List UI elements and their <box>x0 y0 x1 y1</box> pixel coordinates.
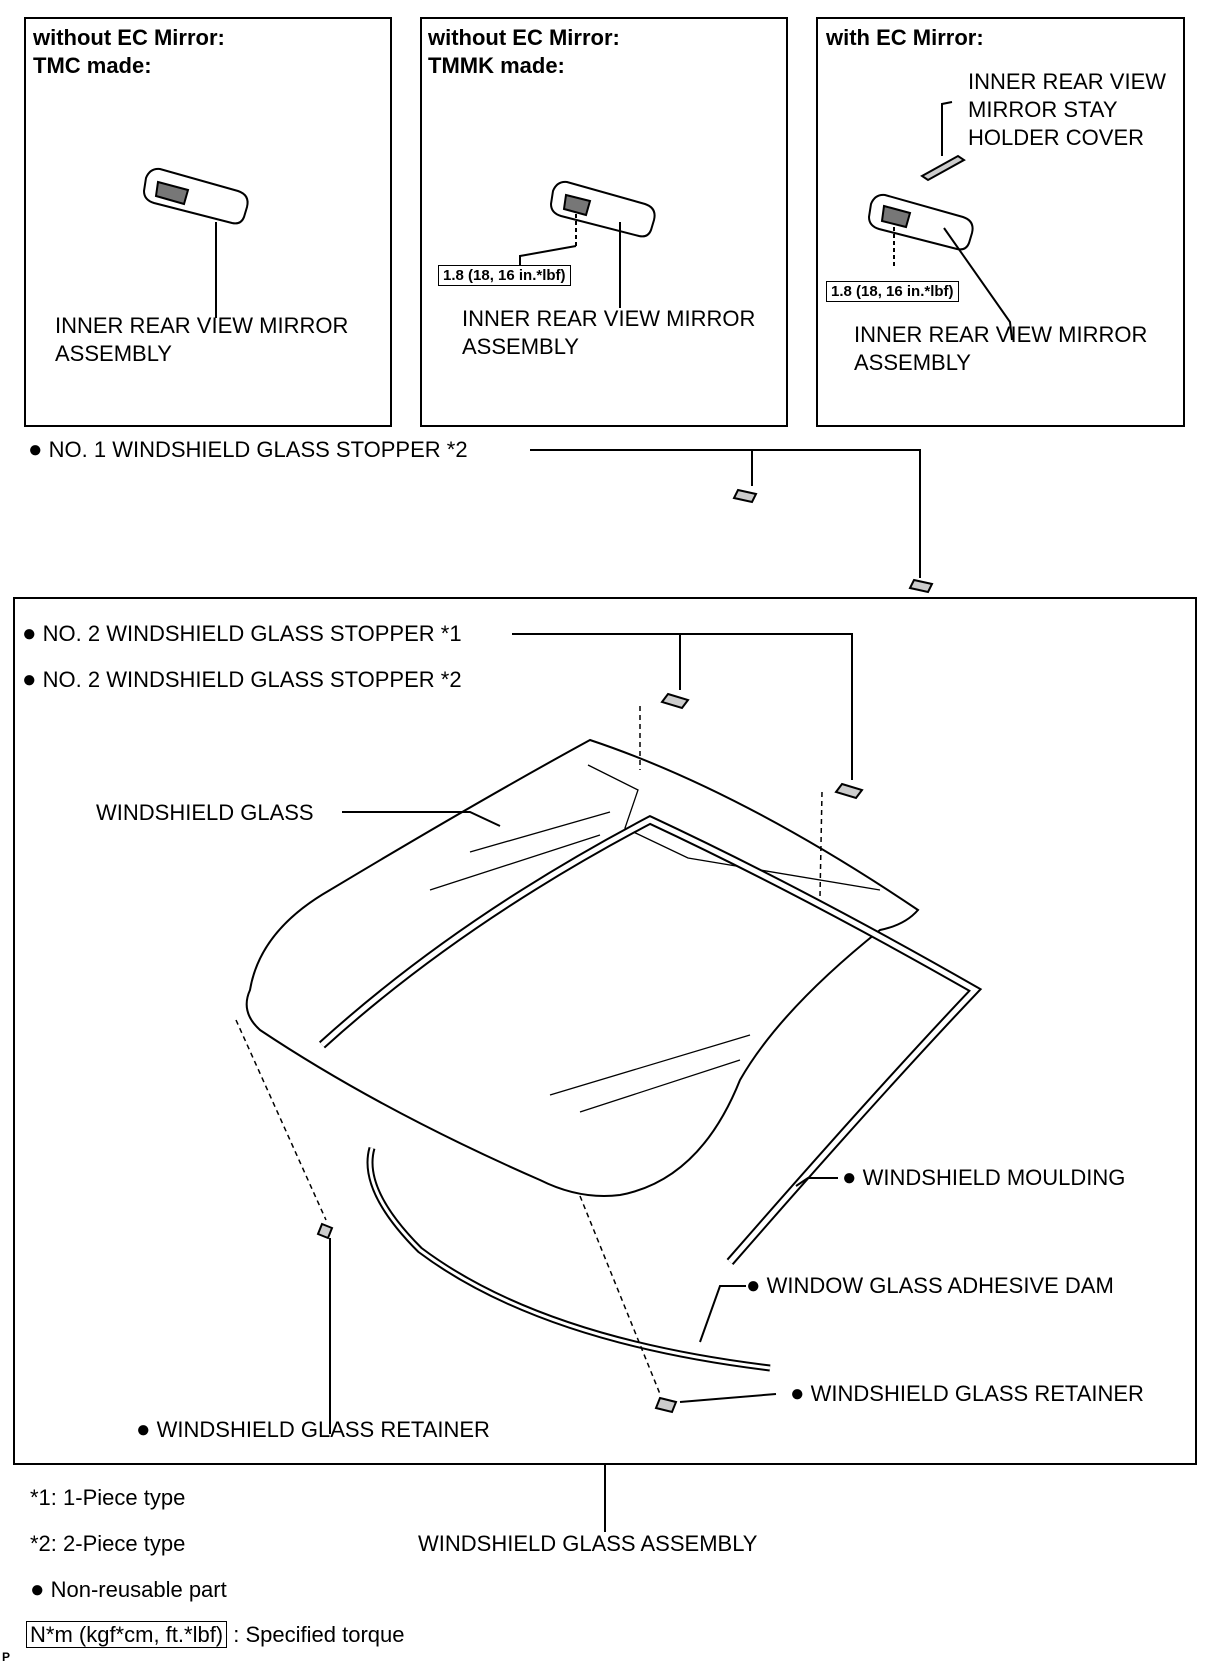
non-reusable-bullet-icon: ● <box>136 1416 151 1443</box>
retainer-locators <box>235 706 823 1395</box>
panel-tmmk-heading-line2: TMMK made: <box>428 53 565 78</box>
stopper-no1-leaders <box>530 449 921 578</box>
panel-ec-mirror-label-line1: INNER REAR VIEW MIRROR <box>854 322 1148 347</box>
retainer-left-text: WINDSHIELD GLASS RETAINER <box>156 1417 490 1442</box>
stopper-no1-parts <box>732 488 934 594</box>
retainer-leaders <box>329 1238 777 1532</box>
windshield-assembly-label: WINDSHIELD GLASS ASSEMBLY <box>418 1531 758 1556</box>
non-reusable-bullet-icon: ● <box>842 1164 857 1191</box>
stopper-no2-parts <box>660 692 864 800</box>
panel-tmc-mirror-label-line1: INNER REAR VIEW MIRROR <box>55 313 349 338</box>
mirror-tmc-icon <box>142 167 249 318</box>
panel-tmmk-frame <box>420 17 788 427</box>
windshield-moulding-part <box>318 814 983 1265</box>
panel-tmmk-heading-line1: without EC Mirror: <box>428 25 620 50</box>
retainer-right-text: WINDSHIELD GLASS RETAINER <box>810 1381 1144 1406</box>
non-reusable-bullet-icon: ● <box>22 666 37 693</box>
panel-ec-heading-line1: with EC Mirror: <box>826 25 984 50</box>
non-reusable-bullet-icon: ● <box>30 1576 45 1603</box>
legend-torque-desc: : Specified torque <box>233 1622 405 1647</box>
legend-note2: *2: 2-Piece type <box>30 1531 186 1556</box>
panel-tmc-heading-line2: TMC made: <box>33 53 152 78</box>
legend-torque-box: N*m (kgf*cm, ft.*lbf) <box>26 1621 228 1648</box>
stay-holder-cover-icon <box>920 101 966 182</box>
windshield-moulding-text: WINDSHIELD MOULDING <box>862 1165 1126 1190</box>
panel-ec-cover-label-line2: MIRROR STAY <box>968 97 1118 122</box>
panel-tmmk-torque-box: 1.8 (18, 16 in.*lbf) <box>438 265 571 286</box>
adhesive-dam-part <box>366 1147 771 1372</box>
windshield-glass-label: WINDSHIELD GLASS <box>96 800 314 825</box>
stopper-no2-1-text: NO. 2 WINDSHIELD GLASS STOPPER *1 <box>42 621 462 646</box>
non-reusable-bullet-icon: ● <box>746 1272 761 1299</box>
panel-ec-mirror-label-line2: ASSEMBLY <box>854 350 971 375</box>
windshield-glass-part <box>245 738 920 1197</box>
panel-tmc-mirror-label-line2: ASSEMBLY <box>55 341 172 366</box>
stopper-no1-label: ● NO. 1 WINDSHIELD GLASS STOPPER *2 <box>28 436 468 463</box>
panel-ec-cover-label-line3: HOLDER COVER <box>968 125 1145 150</box>
mirror-ec-icon <box>867 193 1013 341</box>
stopper-no2-label-2: ● NO. 2 WINDSHIELD GLASS STOPPER *2 <box>22 666 462 693</box>
adhesive-dam-text: WINDOW GLASS ADHESIVE DAM <box>766 1273 1114 1298</box>
legend-non-reusable-text: Non-reusable part <box>50 1577 227 1602</box>
adhesive-dam-label: ● WINDOW GLASS ADHESIVE DAM <box>746 1272 1114 1299</box>
retainer-left-label: ● WINDSHIELD GLASS RETAINER <box>136 1416 490 1443</box>
corner-mark: P <box>2 1650 11 1664</box>
non-reusable-bullet-icon: ● <box>790 1380 805 1407</box>
panel-tmc-frame <box>24 17 392 427</box>
panel-tmmk-mirror-label-line1: INNER REAR VIEW MIRROR <box>462 306 756 331</box>
legend-torque: N*m (kgf*cm, ft.*lbf) : Specified torque <box>26 1621 405 1648</box>
retainer-right-label: ● WINDSHIELD GLASS RETAINER <box>790 1380 1144 1407</box>
stopper-no1-text: NO. 1 WINDSHIELD GLASS STOPPER *2 <box>48 437 468 462</box>
mirror-tmmk-icon <box>519 180 656 308</box>
retainer-parts <box>316 1222 678 1414</box>
stopper-no2-label-1: ● NO. 2 WINDSHIELD GLASS STOPPER *1 <box>22 620 462 647</box>
windshield-moulding-label: ● WINDSHIELD MOULDING <box>842 1164 1125 1191</box>
panel-ec-cover-label-line1: INNER REAR VIEW <box>968 69 1167 94</box>
panel-ec-frame <box>816 17 1185 427</box>
panel-tmc-heading-line1: without EC Mirror: <box>33 25 225 50</box>
legend-non-reusable: ● Non-reusable part <box>30 1576 227 1603</box>
non-reusable-bullet-icon: ● <box>28 436 43 463</box>
stopper-no2-2-text: NO. 2 WINDSHIELD GLASS STOPPER *2 <box>42 667 462 692</box>
panel-ec-torque-box: 1.8 (18, 16 in.*lbf) <box>826 281 959 302</box>
panel-tmmk-mirror-label-line2: ASSEMBLY <box>462 334 579 359</box>
stopper-no2-leaders <box>512 633 853 780</box>
legend-note1: *1: 1-Piece type <box>30 1485 186 1510</box>
non-reusable-bullet-icon: ● <box>22 620 37 647</box>
